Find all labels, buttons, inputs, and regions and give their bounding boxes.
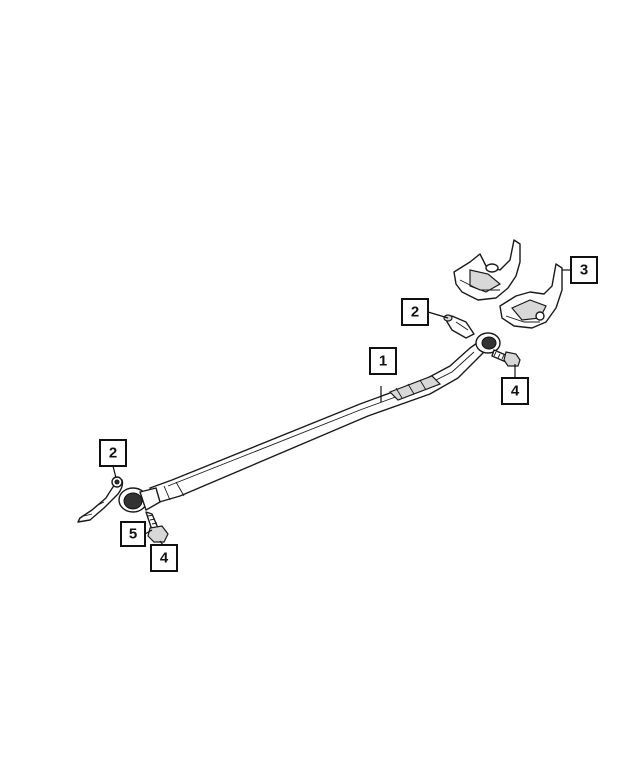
- callout-2-right-label: 2: [411, 304, 419, 321]
- left-bolt: [145, 511, 169, 543]
- callout-5: 5: [120, 521, 146, 547]
- callout-5-label: 5: [129, 526, 137, 543]
- callout-4-left: 4: [150, 544, 178, 572]
- callout-2-right: 2: [401, 298, 429, 326]
- right-pin-insert: [443, 314, 475, 339]
- callout-4-left-label: 4: [160, 550, 169, 567]
- right-bolt: [491, 349, 521, 367]
- leader-2-right: [427, 311, 449, 319]
- callout-1-label: 1: [379, 353, 387, 370]
- callout-1: 1: [369, 347, 397, 375]
- adjusting-sleeve: [388, 375, 442, 401]
- callout-4-right: 4: [501, 377, 529, 405]
- leader-5: [144, 529, 153, 535]
- callout-3: 3: [570, 256, 598, 284]
- tie-rod-assembly: [118, 332, 501, 513]
- tie-rod-tube: [149, 337, 491, 504]
- callout-2-left: 2: [99, 439, 127, 467]
- left-clamp-bracket: [77, 476, 124, 523]
- callout-4-right-label: 4: [511, 383, 520, 400]
- callout-2-left-label: 2: [109, 445, 117, 462]
- callout-3-label: 3: [580, 262, 588, 279]
- dust-boots: [453, 239, 563, 329]
- leader-2-left: [112, 465, 117, 479]
